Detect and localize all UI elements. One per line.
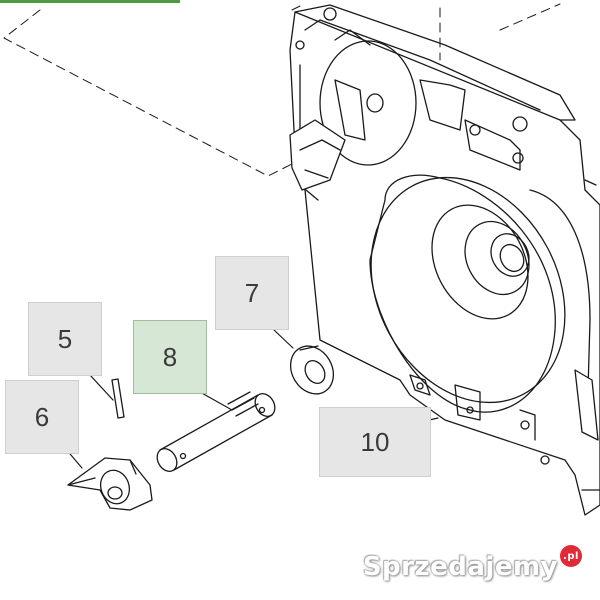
- rod-part: [111, 378, 125, 419]
- washer-part: [289, 345, 335, 395]
- watermark: Sprzedajemy .pl: [362, 545, 582, 582]
- callout-5: 5: [28, 302, 102, 376]
- callout-8-label: 8: [162, 341, 178, 372]
- dashed-guide-lines: [3, 3, 561, 177]
- callout-6: 6: [5, 380, 79, 454]
- watermark-text: Sprzedajemy: [362, 552, 558, 582]
- callout-10-label: 10: [360, 426, 390, 457]
- callout-5-label: 5: [57, 323, 73, 354]
- callout-6-label: 6: [34, 401, 50, 432]
- callout-10: 10: [319, 407, 431, 477]
- clip-part: [67, 457, 153, 511]
- callout-7-label: 7: [244, 277, 260, 308]
- watermark-suffix: .pl: [563, 550, 579, 562]
- top-accent-bar: [0, 0, 180, 3]
- housing-assembly: [289, 4, 600, 516]
- watermark-dot-icon: .pl: [560, 545, 582, 567]
- callout-7: 7: [215, 256, 289, 330]
- callout-8: 8: [133, 320, 207, 394]
- pin-part: [156, 391, 276, 472]
